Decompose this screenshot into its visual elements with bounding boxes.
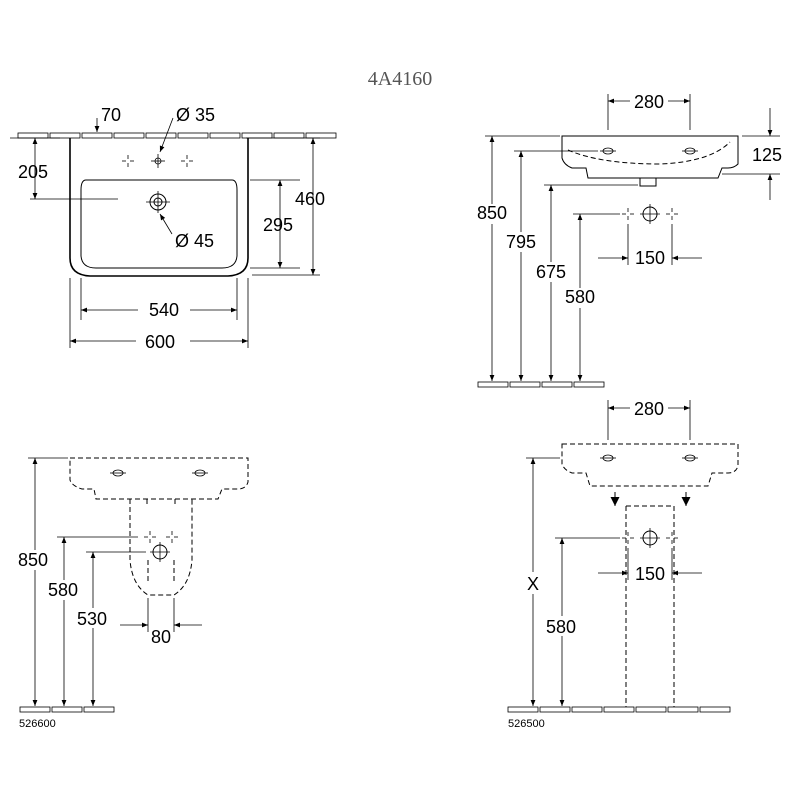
dim-height-to-tap: 205 <box>18 162 48 182</box>
dim-height-x: X <box>527 574 539 594</box>
dim-height-795: 795 <box>506 232 536 252</box>
dim-tap-hole: Ø 35 <box>176 105 215 125</box>
article-code: 526600 <box>19 718 56 730</box>
pipe-left-icon <box>143 530 157 544</box>
tap-hole-right-icon <box>681 454 699 462</box>
tap-hole-center-icon <box>150 153 166 169</box>
pipe-right-icon <box>665 531 679 545</box>
dim-rim-height: 125 <box>752 145 782 165</box>
dim-height-530: 530 <box>77 609 107 629</box>
dim-height-580: 580 <box>48 580 78 600</box>
pipe-right-icon <box>165 530 179 544</box>
floor-line <box>19 706 115 713</box>
floor-line <box>477 381 605 388</box>
dim-tap-offset: 70 <box>101 105 121 125</box>
dim-width-80: 80 <box>151 627 171 647</box>
dim-pipe-spacing: 150 <box>635 248 665 268</box>
pedestal-outline <box>625 505 675 707</box>
tap-hole-left-icon <box>599 454 617 462</box>
floor-line <box>507 706 731 713</box>
dim-height-580: 580 <box>565 287 595 307</box>
pipe-left-icon <box>621 207 635 221</box>
dim-drain: Ø 45 <box>175 231 214 251</box>
pipe-center-icon <box>640 528 660 548</box>
dim-hole-spacing: 280 <box>634 399 664 419</box>
front-view: 70 Ø 35 205 460 295 Ø 45 540 600 <box>10 105 337 352</box>
basin-outline <box>69 138 249 277</box>
dim-hole-spacing: 280 <box>634 92 664 112</box>
dim-total-width: 600 <box>145 332 175 352</box>
pipe-left-icon <box>621 531 635 545</box>
dim-height-850: 850 <box>18 550 48 570</box>
article-code: 526500 <box>508 718 545 730</box>
wall-line <box>17 132 337 139</box>
dim-basin-width: 540 <box>149 300 179 320</box>
dim-height-675: 675 <box>536 262 566 282</box>
tap-hole-left-icon <box>121 154 135 168</box>
waste-pipe-icon <box>150 542 170 562</box>
basin-side-outline <box>561 135 739 179</box>
dim-height-580: 580 <box>546 617 576 637</box>
dim-height-850: 850 <box>477 203 507 223</box>
dim-pipe-spacing: 150 <box>635 564 665 584</box>
basin-dashed <box>561 443 739 487</box>
tap-hole-left-icon <box>109 469 127 477</box>
half-pedestal-outline <box>129 499 193 596</box>
tap-hole-right-icon <box>191 469 209 477</box>
basin-inner-bowl <box>80 179 238 269</box>
side-view: 280 125 850 795 675 580 <box>474 92 782 388</box>
basin-dashed <box>69 457 249 500</box>
pedestal-view: 280 150 X 580 <box>507 399 739 730</box>
drain-icon <box>146 191 170 213</box>
tap-hole-right-icon <box>180 154 194 168</box>
tap-hole-right-icon <box>681 147 699 155</box>
dim-basin-depth: 295 <box>263 215 293 235</box>
dim-depth: 460 <box>295 189 325 209</box>
pipe-right-icon <box>665 207 679 221</box>
drawing-title: 4A4160 <box>368 68 432 90</box>
tap-hole-left-icon <box>599 147 617 155</box>
half-pedestal-view: 850 580 530 80 526600 <box>14 457 249 730</box>
pipe-center-icon <box>640 204 660 224</box>
